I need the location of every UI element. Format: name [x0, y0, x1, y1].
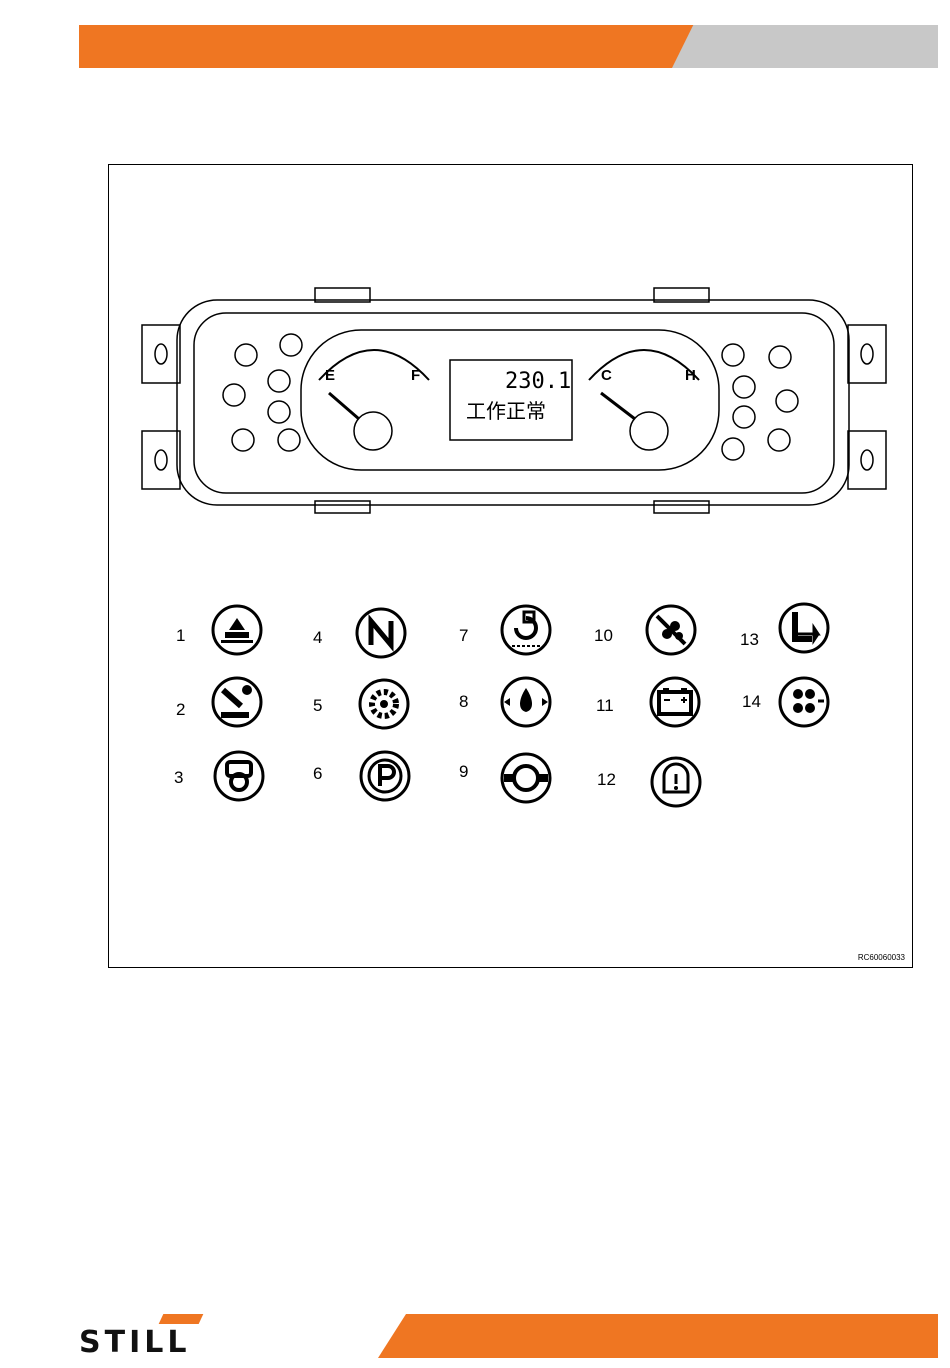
- legend-number-1: 1: [176, 626, 185, 646]
- transmission-icon: [778, 676, 830, 728]
- logo-text: STILL: [79, 1325, 190, 1360]
- brake-warning-icon: [650, 756, 702, 808]
- legend-number-11: 11: [596, 696, 614, 716]
- legend-number-14: 14: [742, 692, 761, 712]
- lcd-value: 230.1: [505, 369, 571, 394]
- seat-belt-icon: [211, 676, 263, 728]
- legend-number-12: 12: [597, 770, 616, 790]
- header-grey-bar: [672, 25, 938, 68]
- legend-number-4: 4: [313, 628, 322, 648]
- neutral-icon: [355, 607, 407, 659]
- parking-brake-icon: [359, 750, 411, 802]
- lift-icon: [211, 604, 263, 656]
- temp-high-label: H: [685, 367, 696, 384]
- fuel-low-label: E: [325, 367, 335, 384]
- fuel-gauge-needle: [329, 393, 359, 419]
- legend-number-6: 6: [313, 764, 322, 784]
- header-orange-bar: [79, 25, 695, 68]
- instrument-cluster: E F C H 230.1 工作正常: [139, 285, 889, 575]
- legend-number-7: 7: [459, 626, 468, 646]
- instrument-cluster-figure: E F C H 230.1 工作正常 RC60060033: [108, 164, 913, 968]
- fuel-high-label: F: [411, 367, 420, 384]
- gear-icon: [358, 678, 410, 730]
- legend-number-10: 10: [594, 626, 613, 646]
- legend-number-9: 9: [459, 762, 468, 782]
- legend-number-5: 5: [313, 696, 322, 716]
- still-logo: STILL: [79, 1312, 239, 1360]
- temp-low-label: C: [601, 367, 612, 384]
- preheat-icon: [500, 604, 552, 656]
- logo-accent-bar: [159, 1314, 204, 1324]
- left-top-bracket: [142, 325, 180, 383]
- figure-code: RC60060033: [858, 953, 905, 962]
- battery-icon: [649, 676, 701, 728]
- filter-clog-icon: [645, 604, 697, 656]
- left-bottom-bracket: [142, 431, 180, 489]
- fork-tilt-icon: [778, 602, 830, 654]
- right-bottom-bracket: [848, 431, 886, 489]
- temp-gauge-needle: [601, 393, 635, 419]
- operator-presence-icon: [213, 750, 265, 802]
- legend-number-8: 8: [459, 692, 468, 712]
- oil-level-icon: [500, 752, 552, 804]
- right-top-bracket: [848, 325, 886, 383]
- legend-number-2: 2: [176, 700, 185, 720]
- legend-number-13: 13: [740, 630, 759, 650]
- lcd-status: 工作正常: [466, 399, 546, 423]
- legend-number-3: 3: [174, 768, 183, 788]
- oil-pressure-icon: [500, 676, 552, 728]
- footer-orange-bar: [378, 1314, 938, 1358]
